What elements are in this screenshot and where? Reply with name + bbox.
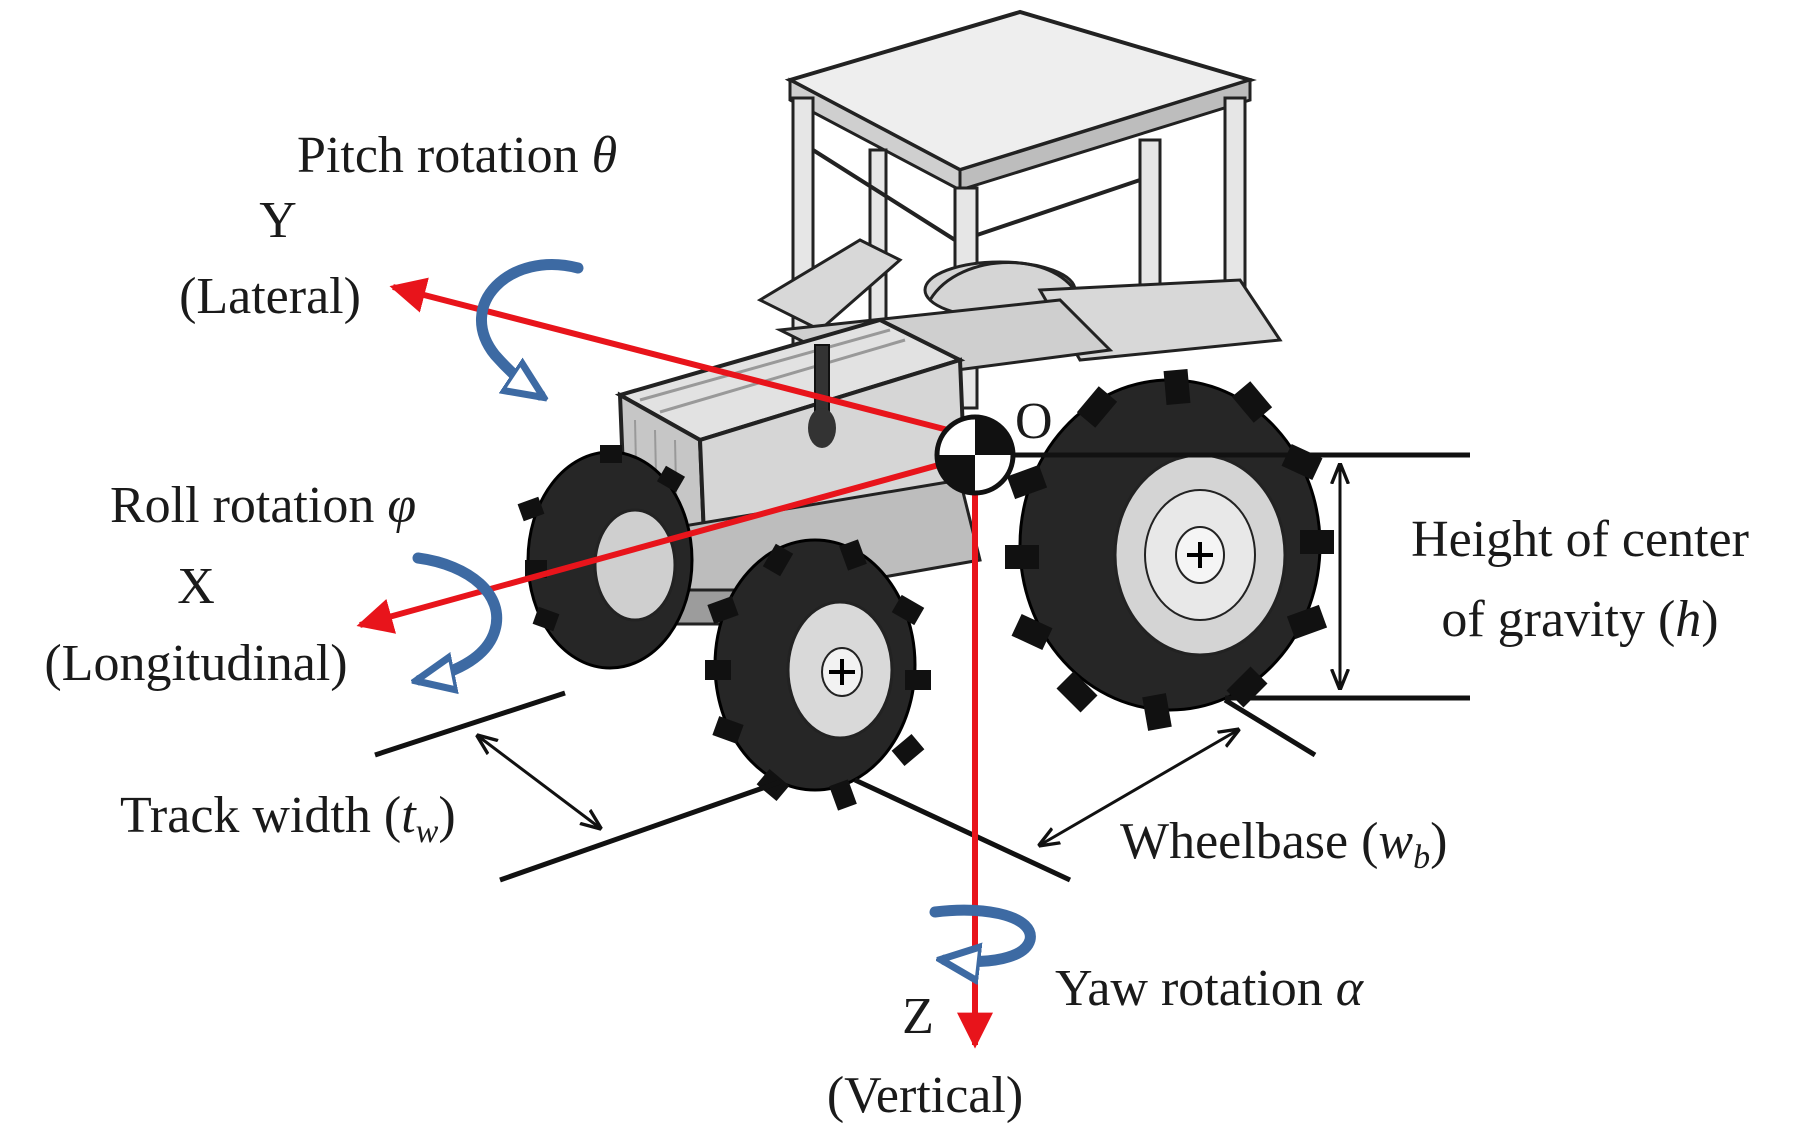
wheelbase-label: Wheelbase (wb) bbox=[1120, 813, 1447, 876]
roll-rotation-icon bbox=[418, 552, 503, 680]
center-of-gravity-icon bbox=[934, 414, 1016, 496]
pitch-rotation-label: Pitch rotation θ bbox=[297, 127, 617, 184]
track-width-arrow bbox=[478, 736, 600, 828]
roll-rotation-label: Roll rotation φ bbox=[110, 477, 416, 534]
cog-height-line2: of gravity (h) bbox=[1441, 591, 1718, 648]
tractor-illustration bbox=[517, 9, 1334, 811]
y-axis-letter: Y bbox=[259, 192, 297, 249]
y-axis-line bbox=[389, 277, 976, 440]
cog-height-line1: Height of center bbox=[1411, 511, 1749, 568]
x-axis-line bbox=[356, 452, 976, 634]
wheelbase-arrow bbox=[1040, 730, 1238, 845]
canopy-roof bbox=[784, 9, 1257, 173]
yaw-rotation-label: Yaw rotation α bbox=[1055, 960, 1365, 1017]
rear-wheel bbox=[1005, 369, 1334, 731]
pitch-rotation-icon bbox=[476, 259, 584, 395]
front-left-wheel bbox=[517, 445, 694, 670]
x-axis-name: (Longitudinal) bbox=[44, 635, 347, 692]
cog-height-dimension bbox=[1010, 452, 1470, 701]
y-axis-name: (Lateral) bbox=[179, 268, 361, 325]
track-width-label: Track width (tw) bbox=[120, 787, 456, 850]
yaw-rotation-icon bbox=[929, 904, 1036, 961]
z-axis-name: (Vertical) bbox=[827, 1067, 1023, 1124]
origin-label: O bbox=[1015, 393, 1053, 450]
z-axis-letter: Z bbox=[902, 988, 934, 1045]
front-right-wheel bbox=[705, 538, 931, 811]
x-axis-letter: X bbox=[177, 558, 215, 615]
ground-lines bbox=[374, 690, 1317, 883]
